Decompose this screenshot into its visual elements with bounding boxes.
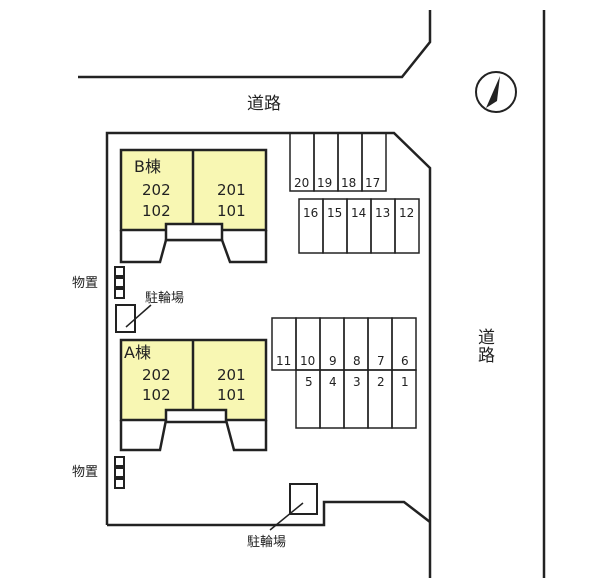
parking-space-4: 4	[329, 375, 337, 389]
parking-space-18: 18	[341, 176, 356, 190]
storage-upper	[114, 266, 125, 299]
parking-space-13: 13	[375, 206, 390, 220]
parking-space-7: 7	[377, 354, 385, 368]
parking-space-3: 3	[353, 375, 361, 389]
storage-label-upper: 物置	[72, 276, 98, 291]
building-b-unit-101: 101	[217, 202, 246, 220]
building-b: B棟 202 102 201 101	[119, 148, 268, 264]
parking-lot	[271, 132, 420, 429]
building-a: A棟 202 102 201 101	[119, 338, 268, 452]
parking-space-17: 17	[365, 176, 380, 190]
bike-parking-upper	[115, 304, 152, 333]
parking-space-10: 10	[300, 354, 315, 368]
road-edge-top	[78, 10, 432, 79]
storage-label-lower: 物置	[72, 465, 98, 480]
parking-space-5: 5	[305, 375, 313, 389]
parking-space-1: 1	[401, 375, 409, 389]
bike-parking-label-upper: 駐輪場	[145, 290, 184, 306]
parking-space-15: 15	[327, 206, 342, 220]
parking-space-16: 16	[303, 206, 318, 220]
building-a-unit-102: 102	[142, 386, 171, 404]
road-label-top: 道路	[247, 94, 281, 114]
parking-space-11: 11	[276, 354, 291, 368]
parking-space-9: 9	[329, 354, 337, 368]
building-a-unit-101: 101	[217, 386, 246, 404]
building-b-unit-201: 201	[217, 181, 246, 199]
property-boundary-bottom	[107, 500, 431, 527]
building-a-name: A棟	[124, 343, 151, 362]
building-b-name: B棟	[134, 157, 161, 176]
storage-lower	[114, 456, 125, 489]
parking-space-12: 12	[399, 206, 414, 220]
building-b-unit-102: 102	[142, 202, 171, 220]
parking-space-20: 20	[294, 176, 309, 190]
property-boundary	[105, 131, 432, 578]
bike-parking-lower	[269, 483, 318, 531]
road-label-right-2: 路	[478, 346, 495, 366]
road-label-right-1: 道	[478, 328, 495, 348]
parking-space-2: 2	[377, 375, 385, 389]
parking-space-6: 6	[401, 354, 409, 368]
north-arrow-icon	[475, 71, 517, 113]
parking-space-8: 8	[353, 354, 361, 368]
building-b-unit-202: 202	[142, 181, 171, 199]
building-a-unit-202: 202	[142, 366, 171, 384]
bike-parking-label-lower: 駐輪場	[247, 534, 286, 550]
building-a-unit-201: 201	[217, 366, 246, 384]
parking-space-14: 14	[351, 206, 366, 220]
parking-space-19: 19	[317, 176, 332, 190]
